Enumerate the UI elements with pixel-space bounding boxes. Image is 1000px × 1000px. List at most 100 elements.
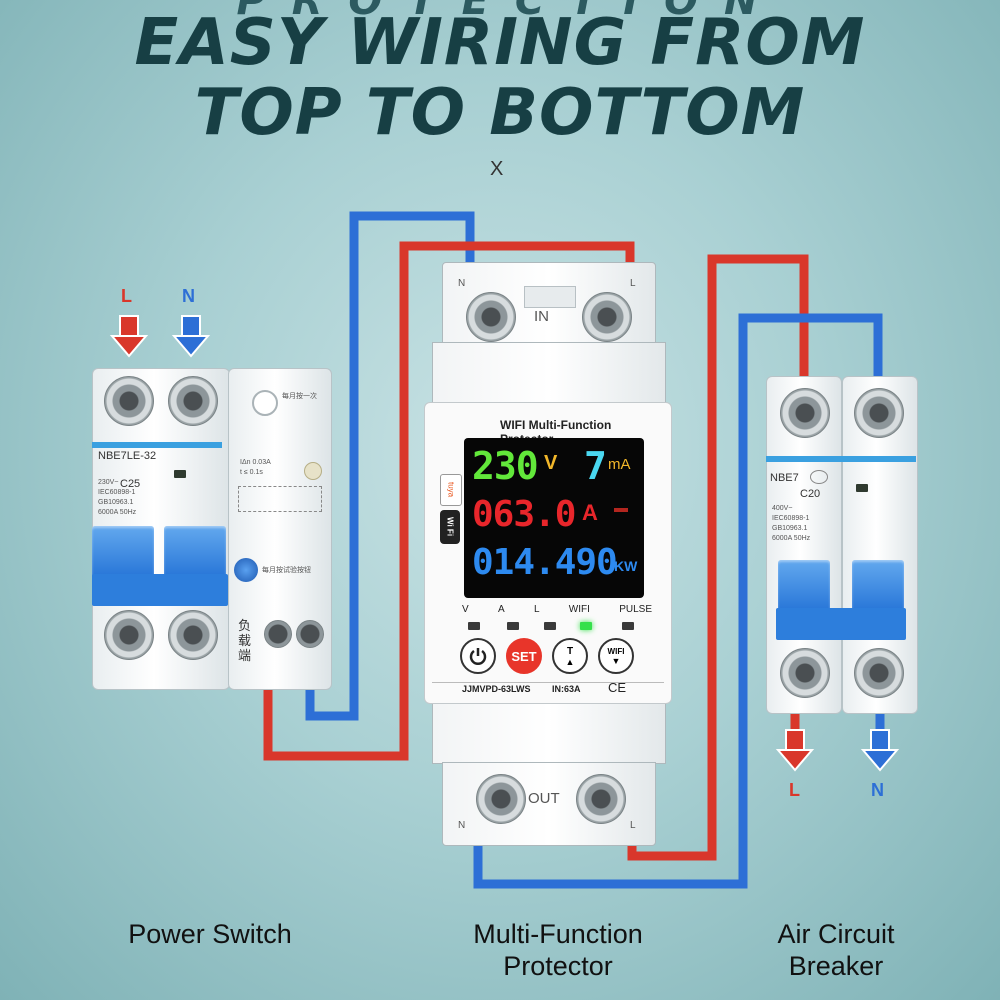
air-breaker-device: NBE7 C20 400V~ IEC60898-1 GB10963.1 6000… [766, 376, 918, 714]
input-neutral-arrow [171, 315, 211, 358]
wifi-badge: Wi Fi [440, 510, 460, 544]
led-pulse [622, 622, 634, 630]
indicator-label-pulse: PULSE [619, 604, 652, 615]
power-switch-spec-2: IEC60898-1 [98, 489, 136, 496]
led-a [507, 622, 519, 630]
screw-icon [854, 648, 904, 698]
screw-icon [466, 292, 516, 342]
output-live-label: L [789, 780, 800, 800]
power-switch-device: 每月按一次 NBE7LE-32 C25 230V~ IEC60898-1 GB1… [92, 368, 332, 690]
rcd-spec-2: t ≤ 0.1s [240, 469, 263, 476]
marker-text: X [490, 158, 504, 180]
screw-icon [168, 610, 218, 660]
indicator-label-wifi: WIFI [568, 604, 590, 615]
terminal-n-label: N [458, 278, 466, 289]
output-neutral-label: N [871, 780, 884, 800]
air-breaker-caption: Air Circuit Breaker [740, 918, 932, 982]
air-breaker-caption-line-1: Air Circuit [777, 919, 895, 949]
cropped-header-text: P R O T E C T I O N [236, 0, 764, 24]
screw-icon [104, 376, 154, 426]
rcd-test-button[interactable] [234, 558, 258, 582]
set-button[interactable]: SET [506, 638, 542, 674]
input-live-label: L [121, 286, 132, 306]
rcd-note: 每月按一次 [282, 393, 317, 400]
air-breaker-model: NBE7 [770, 472, 799, 484]
led-wifi [580, 622, 592, 630]
power-switch-spec-1: 230V~ [98, 479, 119, 486]
output-live-arrow [775, 729, 815, 772]
power-value: 014.490 [472, 542, 618, 583]
out-label: OUT [528, 790, 560, 807]
screw-icon [104, 610, 154, 660]
led-v [468, 622, 480, 630]
protector-caption-line-2: Protector [503, 951, 613, 981]
current-value: 063.0 [472, 494, 576, 535]
protector-device: N L IN WIFI Multi-Function Protector tuy… [424, 262, 672, 846]
indicator-label-l: L [533, 604, 540, 615]
screw-icon [582, 292, 632, 342]
status-window [856, 484, 868, 492]
in-label: IN [534, 308, 549, 325]
din-clip [524, 286, 576, 308]
status-window [174, 470, 186, 478]
cert-icon [810, 470, 828, 484]
neutral-wire-top [305, 211, 475, 721]
rcd-test-note: 每月按试验按钮 [262, 567, 311, 574]
power-button[interactable] [460, 638, 496, 674]
air-breaker-spec-4: 6000A 50Hz [772, 535, 811, 542]
air-breaker-spec-1: 400V~ [772, 505, 793, 512]
wifi-down-button[interactable]: WIFI ▼ [598, 638, 634, 674]
title-line-2: TOP TO BOTTOM [194, 76, 806, 150]
lcd-screen: 230 V 7 mA 063.0 A 014.490 KW [464, 438, 644, 598]
screw-icon [576, 774, 626, 824]
live-wire-bottom [627, 254, 809, 861]
protector-caption: Multi-Function Protector [430, 918, 686, 982]
air-breaker-caption-line-2: Breaker [788, 951, 884, 981]
title-line-1: EASY WIRING FROM [134, 6, 866, 80]
air-breaker-spec-2: IEC60898-1 [772, 515, 810, 522]
input-neutral-label: N [182, 286, 195, 306]
wifi-button-label: WIFI [607, 646, 625, 656]
terminal-l-label: L [630, 278, 636, 289]
terminal-l-bottom-label: L [630, 820, 636, 831]
power-switch-spec-4: 6000A 50Hz [98, 509, 137, 516]
blue-strip [92, 442, 222, 448]
input-live-arrow [109, 315, 149, 358]
voltage-unit: V [544, 452, 558, 474]
leakage-value: 7 [584, 444, 607, 488]
rcd-spec-1: IΔn 0.03A [240, 459, 271, 466]
triangle-down-icon: ▼ [611, 655, 621, 666]
neutral-wire-bottom [473, 313, 883, 889]
current-unit: A [582, 500, 598, 525]
terminal-n-bottom-label: N [458, 820, 466, 831]
divider [432, 682, 664, 683]
test-button[interactable] [304, 462, 322, 480]
protector-model: JJMVPD-63LWS [462, 684, 531, 694]
output-neutral-arrow [860, 729, 900, 772]
screw-icon [296, 620, 324, 648]
air-breaker-spec-3: GB10963.1 [772, 525, 808, 532]
screw-icon [854, 388, 904, 438]
status-icon [614, 508, 628, 512]
led-l [544, 622, 556, 630]
voltage-value: 230 [472, 444, 539, 488]
t-button-label: T [566, 645, 574, 657]
lever-handle-bar[interactable] [776, 608, 906, 640]
live-wire-top [263, 241, 635, 761]
ce-mark: CE [608, 680, 627, 695]
screw-icon [780, 388, 830, 438]
screw-icon [476, 774, 526, 824]
circuit-diagram-icon [238, 486, 322, 512]
indicator-label-v: V [462, 604, 469, 615]
screw-icon [168, 376, 218, 426]
indicator-labels: V A L WIFI PULSE [462, 604, 652, 615]
power-switch-rating: C25 [120, 478, 141, 490]
tuya-logo: tuya [440, 474, 462, 506]
t-up-button[interactable]: T ▲ [552, 638, 588, 674]
rcd-window [252, 390, 278, 416]
screw-icon [264, 620, 292, 648]
power-switch-model: NBE7LE-32 [98, 450, 157, 462]
lever-handle-bar[interactable] [92, 574, 228, 606]
load-side-label: 负载端 [238, 618, 252, 663]
